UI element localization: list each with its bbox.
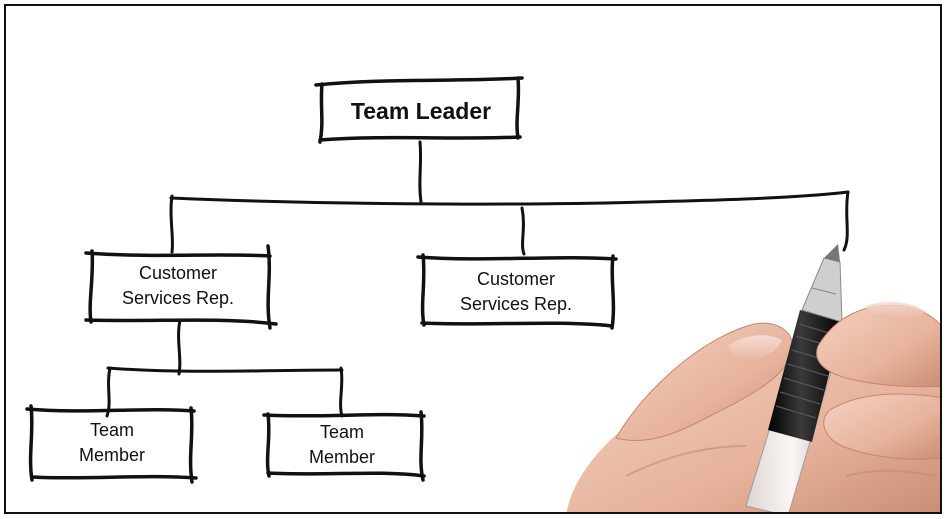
connectors [105, 140, 850, 418]
connector-member-left-drop [105, 366, 112, 418]
node-team-member-right: Team Member [262, 410, 426, 482]
connector-left-drop [169, 194, 174, 254]
connector-middle-drop [520, 206, 526, 256]
box-outline [314, 76, 524, 144]
box-outline [262, 410, 426, 482]
middle-finger-shape [823, 393, 940, 460]
node-team-member-left: Team Member [25, 404, 198, 484]
node-label-line2: Services Rep. [122, 288, 234, 308]
node-label-line1: Customer [477, 269, 555, 289]
node-csr-middle: Customer Services Rep. [416, 253, 618, 330]
pen-tip [824, 244, 840, 262]
box-outline [416, 253, 618, 330]
node-label-line1: Team [90, 420, 134, 440]
box-outline [84, 244, 278, 330]
box-outline [25, 404, 198, 484]
org-chart-canvas: Team Leader Customer Services Rep. Custo… [25, 76, 940, 512]
node-label-line2: Member [309, 447, 375, 467]
fingernail-shape [866, 301, 926, 319]
diagram-frame: Team Leader Customer Services Rep. Custo… [4, 4, 942, 514]
connector-level2-bar [169, 190, 850, 206]
node-team-leader: Team Leader [314, 76, 524, 144]
node-csr-left: Customer Services Rep. [84, 244, 278, 330]
hand-palm-shape [566, 336, 940, 512]
node-label-line2: Services Rep. [460, 294, 572, 314]
index-finger-shape [816, 304, 940, 388]
connector-member-right-drop [339, 366, 344, 418]
hand-with-pen-illustration [566, 244, 940, 512]
node-label-line1: Team [320, 422, 364, 442]
node-label: Team Leader [351, 98, 491, 124]
connector-root-stem [418, 140, 423, 204]
connector-csr-stem [177, 318, 182, 376]
node-label-line1: Customer [139, 263, 217, 283]
node-label-line2: Member [79, 445, 145, 465]
connector-level3-bar [106, 366, 344, 373]
thumbnail-shape [728, 335, 782, 360]
connector-right-drop [842, 190, 850, 252]
